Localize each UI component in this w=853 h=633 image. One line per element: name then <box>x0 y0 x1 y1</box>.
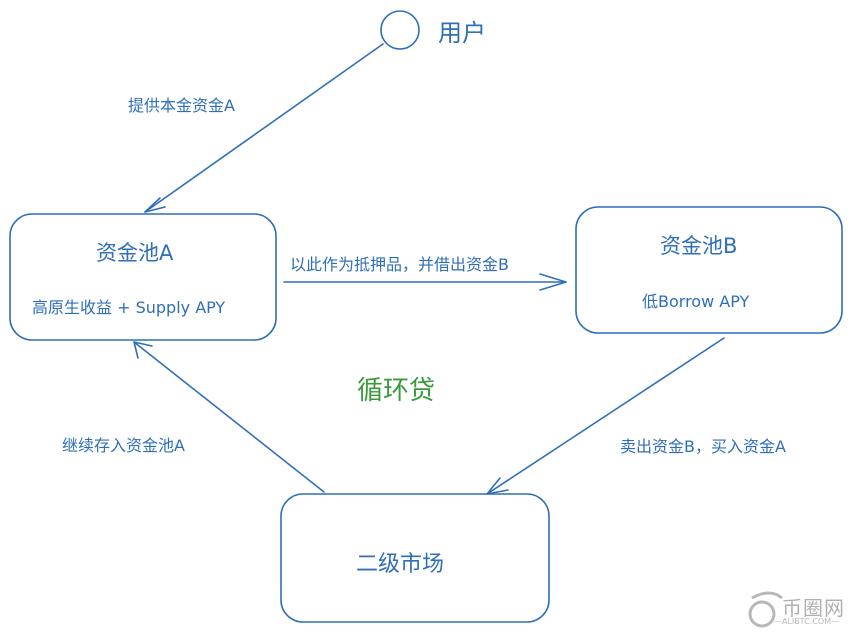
watermark-logo-icon <box>748 591 783 628</box>
watermark-url: —ALIBTC.COM— <box>774 617 840 626</box>
arrow-pool-a-to-pool-b <box>283 273 567 291</box>
center-label-loop-loan: 循环贷 <box>357 376 436 406</box>
edge-label-market-to-pool-a: 继续存入资金池A <box>62 436 185 455</box>
pool-b-subtitle: 低Borrow APY <box>642 292 750 311</box>
pool-b-box <box>575 206 843 334</box>
edge-label-user-to-pool-a: 提供本金资金A <box>128 96 235 115</box>
pool-b-title: 资金池B <box>660 234 738 258</box>
edge-label-pool-a-to-pool-b: 以此作为抵押品，并借出资金B <box>290 255 509 274</box>
arrow-pool-b-to-market <box>486 337 725 495</box>
user-node-circle <box>380 10 420 50</box>
pool-a-box <box>9 213 277 341</box>
arrow-market-to-pool-a <box>133 341 325 493</box>
watermark: 币圈网 —ALIBTC.COM— <box>742 590 852 630</box>
pool-a-subtitle: 高原生收益 + Supply APY <box>32 298 226 317</box>
market-box <box>280 493 550 623</box>
user-label: 用户 <box>438 19 486 47</box>
edge-label-pool-b-to-market: 卖出资金B，买入资金A <box>620 437 786 456</box>
pool-a-title: 资金池A <box>96 241 174 265</box>
watermark-name: 币圈网 <box>782 596 845 620</box>
market-title: 二级市场 <box>356 552 445 577</box>
arrow-user-to-pool-a <box>144 43 384 213</box>
